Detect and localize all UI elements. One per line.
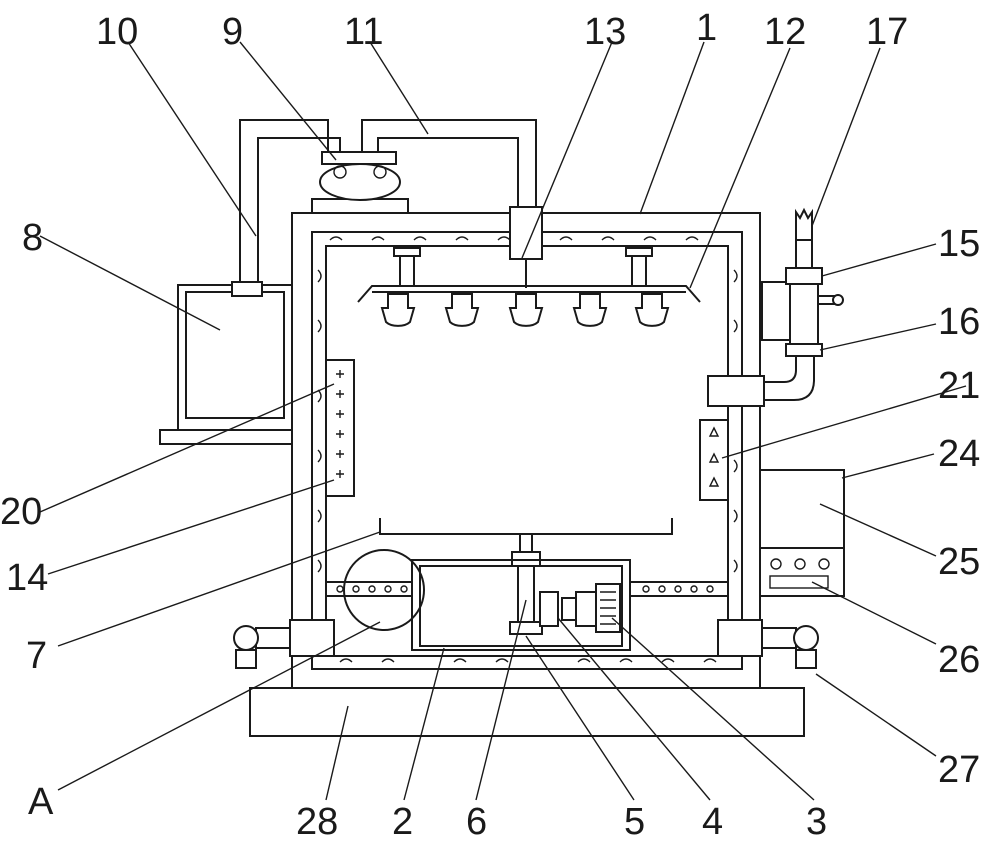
label-26: 26 (938, 639, 980, 681)
label-20: 20 (0, 491, 42, 533)
inlet-coupling (509, 206, 543, 260)
label-4: 4 (702, 801, 723, 843)
flange-15 (785, 267, 823, 285)
label-15: 15 (938, 223, 980, 265)
label-14: 14 (6, 557, 48, 599)
drive-box (411, 559, 631, 651)
label-28: 28 (296, 801, 338, 843)
label-10: 10 (96, 11, 138, 53)
label-2: 2 (392, 801, 413, 843)
pump-body (319, 163, 401, 201)
shaft (517, 565, 535, 625)
tank-inlet (231, 281, 263, 297)
water-tank (177, 284, 293, 431)
right-valve-body (717, 619, 763, 657)
label-13: 13 (584, 11, 626, 53)
sensor-plate (699, 419, 729, 501)
label-25: 25 (938, 541, 980, 583)
pump-base (311, 198, 409, 214)
pipe-right-inner (377, 137, 519, 208)
tank-shelf (159, 429, 293, 445)
label-3: 3 (806, 801, 827, 843)
pipe-left-inner (257, 137, 341, 285)
label-6: 6 (466, 801, 487, 843)
label-21: 21 (938, 365, 980, 407)
exhaust-nozzle (795, 207, 813, 241)
label-1: 1 (696, 7, 717, 49)
gear-pinion (539, 591, 559, 627)
spray-nozzles (380, 293, 670, 327)
label-9: 9 (222, 11, 243, 53)
base-plate (249, 687, 805, 737)
leader-lines (39, 41, 967, 801)
label-11: 11 (344, 11, 383, 53)
label-A: A (28, 781, 54, 823)
heater-marks (336, 370, 344, 478)
label-8: 8 (22, 217, 43, 259)
display-panel (769, 575, 829, 589)
outlet-elbow (764, 352, 797, 383)
spray-manifold (357, 285, 701, 303)
label-5: 5 (624, 801, 645, 843)
drain-tray (379, 518, 673, 535)
valve-body (789, 283, 819, 345)
label-12: 12 (764, 11, 806, 53)
label-16: 16 (938, 301, 980, 343)
gear-bevel (509, 621, 543, 635)
label-27: 27 (938, 749, 980, 791)
detail-circle-a (343, 549, 425, 631)
pipe-left-outer (239, 119, 329, 285)
label-17: 17 (866, 11, 908, 53)
left-valve-body (289, 619, 335, 657)
control-box (759, 469, 845, 597)
flange-16 (785, 343, 823, 357)
pump-head (321, 151, 397, 165)
label-24: 24 (938, 433, 980, 475)
label-7: 7 (26, 635, 47, 677)
pipe-right-outer (361, 119, 537, 208)
outlet-coupling (707, 375, 765, 407)
right-rail (629, 581, 729, 597)
